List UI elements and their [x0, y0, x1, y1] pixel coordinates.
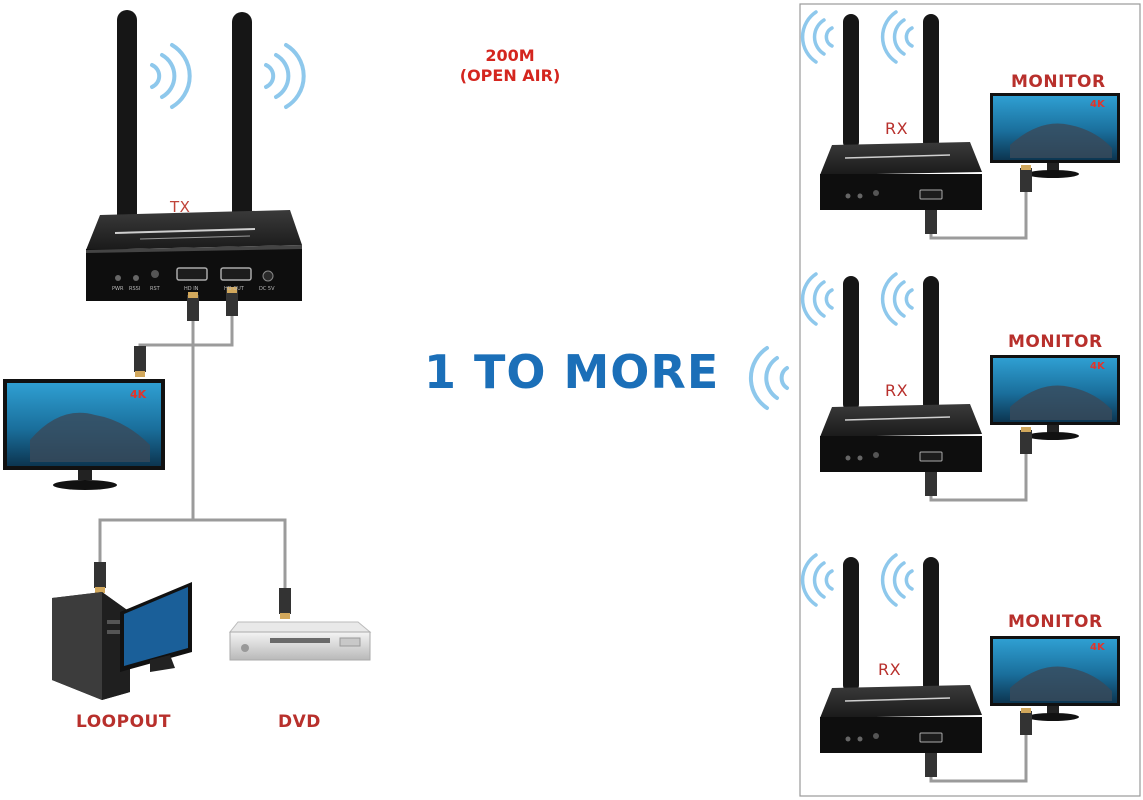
dvd-player-icon — [228, 621, 372, 661]
port-label: DC 5V — [259, 286, 275, 292]
port-label: PWR — [112, 286, 124, 292]
receivers-panel — [799, 3, 1141, 797]
monitor-badge: 4K — [1090, 642, 1105, 653]
port-label: RST — [150, 286, 160, 292]
wifi-icon — [748, 346, 789, 410]
diagram-title: 1 TO MORE — [424, 345, 720, 399]
rx-label: RX — [885, 381, 909, 400]
wifi-icon — [150, 43, 306, 109]
rx-label: RX — [885, 119, 909, 138]
loopout-label: LOOPOUT — [76, 712, 171, 732]
tx-port-labels: PWR RSSI RST HD IN HD OUT DC 5V — [104, 286, 304, 296]
monitor-label: MONITOR — [1008, 332, 1103, 352]
range-distance: 200M — [485, 46, 535, 65]
monitor-badge: 4K — [130, 388, 147, 401]
port-label: HD IN — [184, 286, 199, 292]
monitor-label: MONITOR — [1011, 72, 1106, 92]
receiver-unit — [800, 10, 1120, 240]
monitor-badge: 4K — [1090, 361, 1105, 372]
rx-label: RX — [878, 660, 902, 679]
hdmi-connectors — [94, 287, 291, 619]
port-label: HD OUT — [224, 286, 244, 292]
tx-label: TX — [170, 198, 191, 216]
transmitter-box — [86, 210, 302, 301]
monitor-badge: 4K — [1090, 99, 1105, 110]
range-condition: (OPEN AIR) — [459, 66, 561, 85]
computer-icon — [52, 582, 192, 700]
local-monitor — [3, 379, 165, 490]
dvd-label: DVD — [278, 712, 321, 732]
receiver-unit — [800, 272, 1120, 502]
tx-antennas — [117, 10, 252, 225]
receiver-unit — [800, 553, 1120, 783]
range-label: 200M (OPEN AIR) — [450, 46, 570, 86]
port-label: RSSI — [129, 286, 141, 292]
monitor-label: MONITOR — [1008, 612, 1103, 632]
